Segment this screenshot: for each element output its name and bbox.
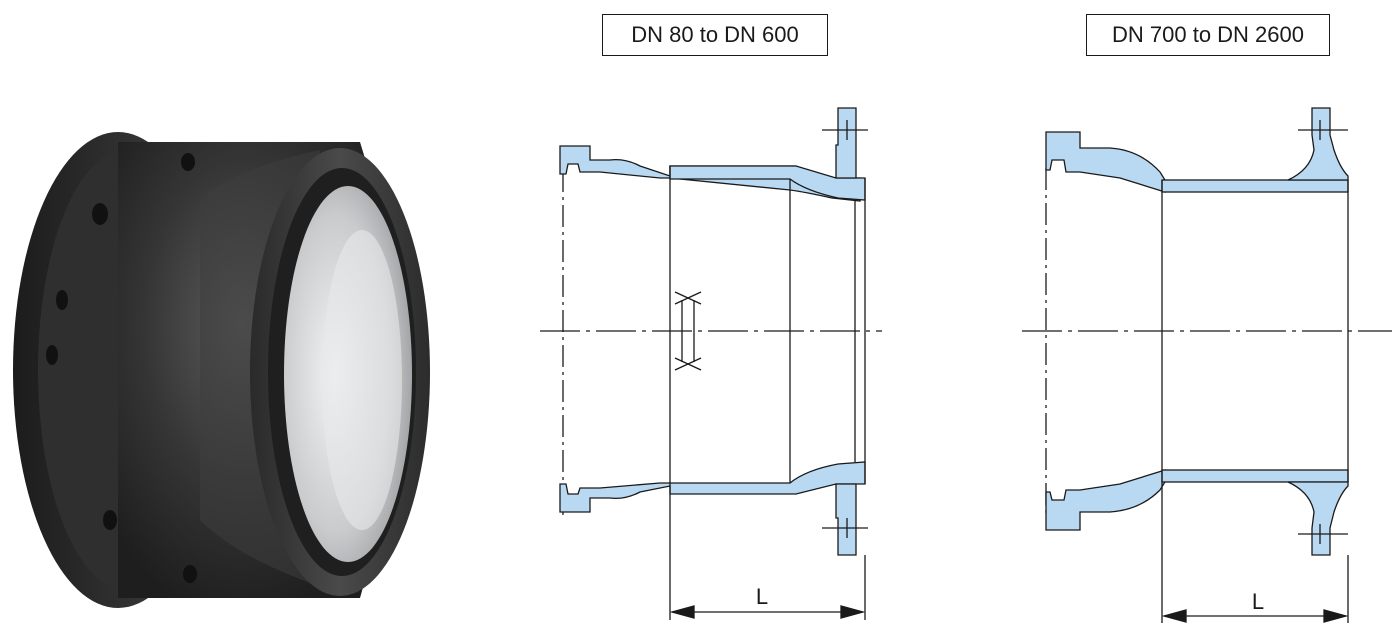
bottom-socket-section	[559, 461, 866, 513]
section-drawing-dn80-600	[540, 107, 882, 620]
dimension-label-right: L	[1252, 589, 1264, 614]
top-flange-section	[1287, 107, 1349, 181]
range-label-dn700-2600: DN 700 to DN 2600	[1086, 14, 1330, 56]
flanged-socket-fitting-image	[13, 132, 430, 608]
top-flange-section	[835, 107, 857, 179]
bottom-flange-section	[1287, 481, 1349, 556]
dimension-label-left: L	[756, 584, 768, 609]
bottom-flange-section	[835, 483, 857, 556]
top-socket-section	[1045, 131, 1166, 193]
section-drawing-dn700-2600	[1022, 107, 1392, 623]
range-label-dn80-600: DN 80 to DN 600	[602, 14, 828, 56]
bottom-socket-section	[1045, 469, 1166, 531]
